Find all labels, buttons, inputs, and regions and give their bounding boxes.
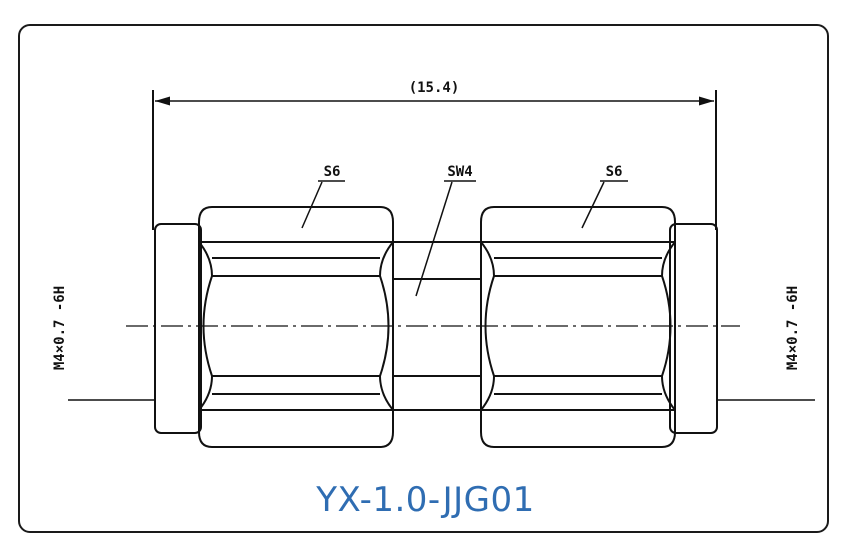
left-s6-leader (301, 181, 323, 229)
drawing-frame (18, 24, 829, 533)
right-hex-label: S6 (606, 164, 623, 180)
right-hex-nut (480, 206, 676, 448)
center-hex-label: SW4 (447, 164, 472, 180)
right-thread-label: M4×0.7 -6H (785, 286, 801, 370)
left-end-cap (154, 223, 202, 434)
left-hex-nut (198, 206, 394, 448)
sw4-leader (415, 181, 453, 297)
left-hex-label: S6 (324, 164, 341, 180)
right-s6-leader (581, 181, 605, 229)
left-thread-label: M4×0.7 -6H (52, 286, 68, 370)
model-number: YX-1.0-JJG01 (316, 480, 535, 520)
overall-dimension-label: (15.4) (409, 80, 460, 96)
right-end-cap (669, 223, 718, 434)
